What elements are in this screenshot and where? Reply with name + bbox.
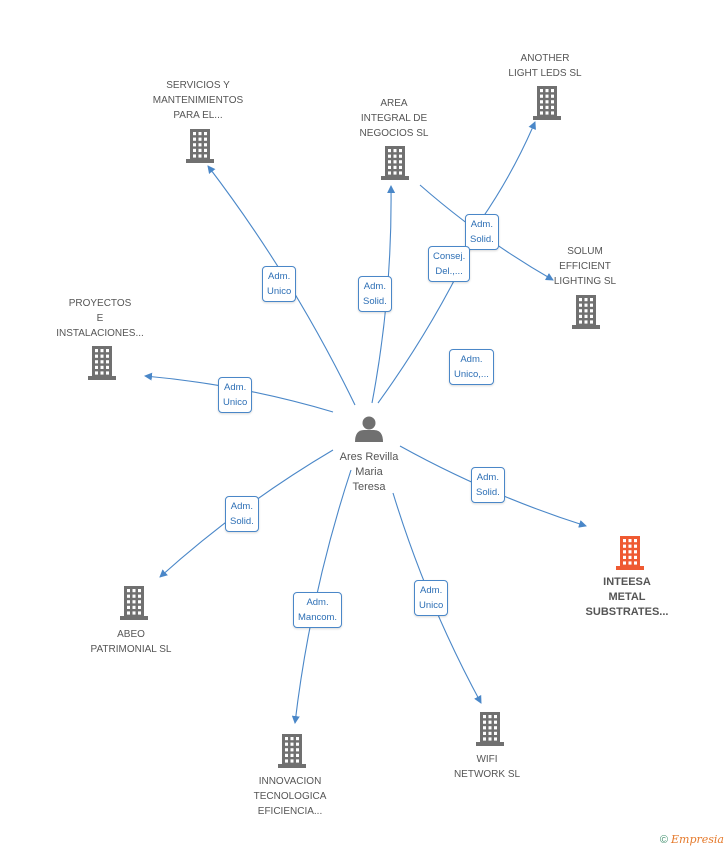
company-label-wifi[interactable]: WIFI NETWORK SL <box>453 754 521 780</box>
footer: © Empresia <box>660 833 724 846</box>
role-badge-consej[interactable]: Consej. Del.,... <box>428 246 471 282</box>
role-badge-wifi[interactable]: Adm. Unico <box>414 580 449 616</box>
copyright-icon: © <box>659 834 668 846</box>
building-icon-abeo[interactable] <box>120 586 148 620</box>
building-icon-solum[interactable] <box>572 295 600 329</box>
icons-layer <box>88 86 644 768</box>
building-icon-proyectos[interactable] <box>88 346 116 380</box>
role-badge-servicios[interactable]: Adm. Unico <box>262 266 297 302</box>
company-label-innovacion[interactable]: INNOVACION TECNOLOGICA EFICIENCIA... <box>253 776 327 817</box>
role-badge-innovacion[interactable]: Adm. Mancom. <box>293 592 343 628</box>
building-icon-area[interactable] <box>381 146 409 180</box>
building-icon-servicios[interactable] <box>186 129 214 163</box>
building-icon-wifi[interactable] <box>476 712 504 746</box>
person-icon[interactable] <box>355 416 383 443</box>
person-name[interactable]: Ares Revilla Maria Teresa <box>339 451 399 493</box>
edge-another <box>480 121 536 221</box>
company-label-another[interactable]: ANOTHER LIGHT LEDS SL <box>508 53 582 79</box>
role-badge-solum[interactable]: Adm. Unico,... <box>449 349 494 385</box>
company-label-solum[interactable]: SOLUM EFFICIENT LIGHTING SL <box>553 246 617 287</box>
role-badge-proyectos[interactable]: Adm. Unico <box>218 377 253 413</box>
building-icon-another[interactable] <box>533 86 561 120</box>
brand-logo[interactable]: Empresia <box>671 833 724 846</box>
role-badge-area[interactable]: Adm. Solid. <box>358 276 392 312</box>
role-badge-another[interactable]: Adm. Solid. <box>465 214 499 250</box>
building-icon-inteesa[interactable] <box>616 536 644 570</box>
role-badge-abeo[interactable]: Adm. Solid. <box>225 496 259 532</box>
company-label-proyectos[interactable]: PROYECTOS E INSTALACIONES... <box>56 298 144 339</box>
building-icon-innovacion[interactable] <box>278 734 306 768</box>
company-label-inteesa[interactable]: INTEESA METAL SUBSTRATES... <box>585 576 669 618</box>
company-label-area[interactable]: AREA INTEGRAL DE NEGOCIOS SL <box>359 98 429 139</box>
role-badge-inteesa[interactable]: Adm. Solid. <box>471 467 505 503</box>
company-label-abeo[interactable]: ABEO PATRIMONIAL SL <box>90 629 172 655</box>
company-label-servicios[interactable]: SERVICIOS Y MANTENIMIENTOS PARA EL... <box>152 80 244 121</box>
